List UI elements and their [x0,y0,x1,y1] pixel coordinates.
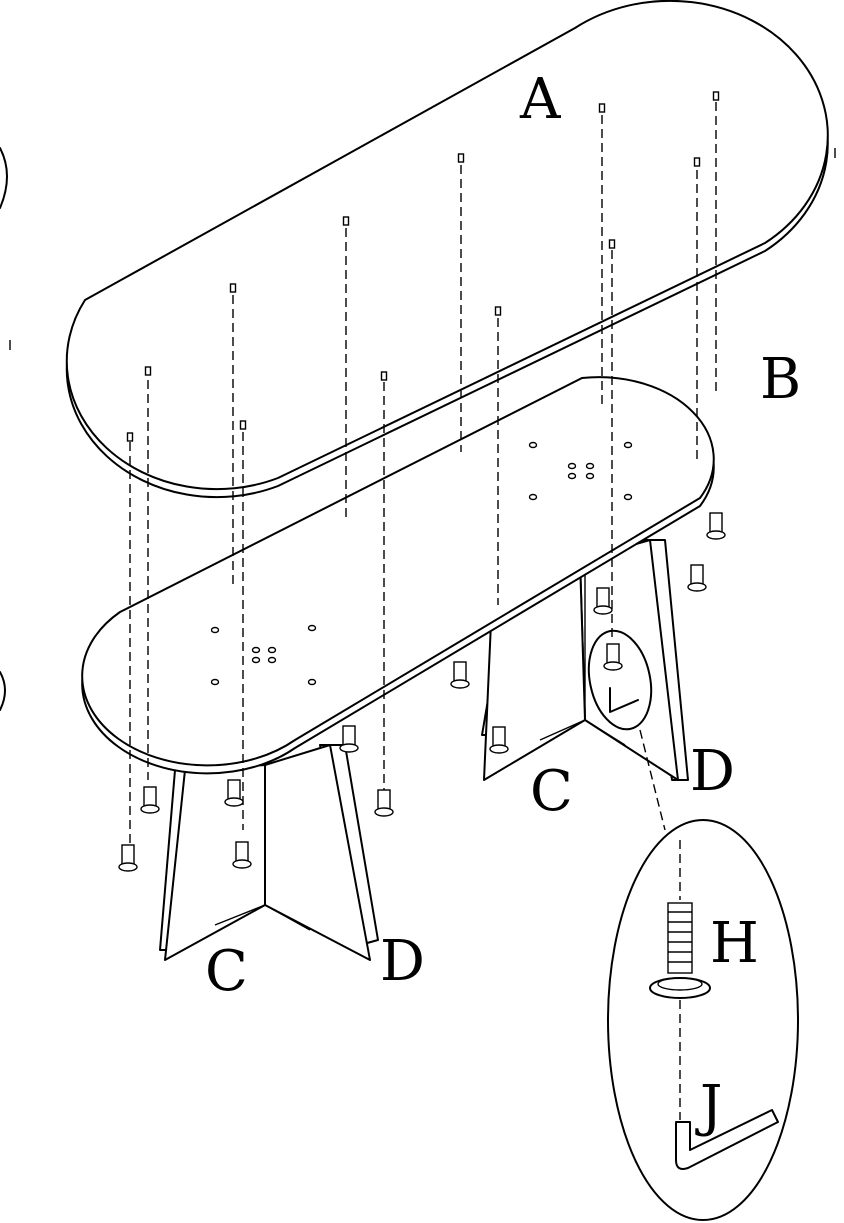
zoom-callout [607,819,799,1221]
label-c-back: C [530,759,573,824]
label-a: A [519,67,561,132]
label-c-front: C [205,939,248,1004]
allen-key-j-enlarged [675,1109,779,1170]
shelf-b [81,376,715,775]
leg-assembly-front [159,744,379,961]
bolt-h-enlarged [649,902,711,999]
edge-fragments [0,147,8,711]
label-d-back: D [690,739,735,804]
shelf-holes-left [210,624,317,686]
label-b: B [760,347,801,412]
part-labels: A B C D C D H J [205,67,801,1139]
shelf-holes-right [528,441,633,501]
callout-small [587,629,666,831]
bolts [118,512,726,872]
small-screws [126,91,720,442]
alignment-lines [129,102,717,850]
label-h: H [710,911,759,976]
label-j: J [695,1074,722,1139]
label-d-front: D [380,929,425,994]
tabletop-a [9,0,836,499]
